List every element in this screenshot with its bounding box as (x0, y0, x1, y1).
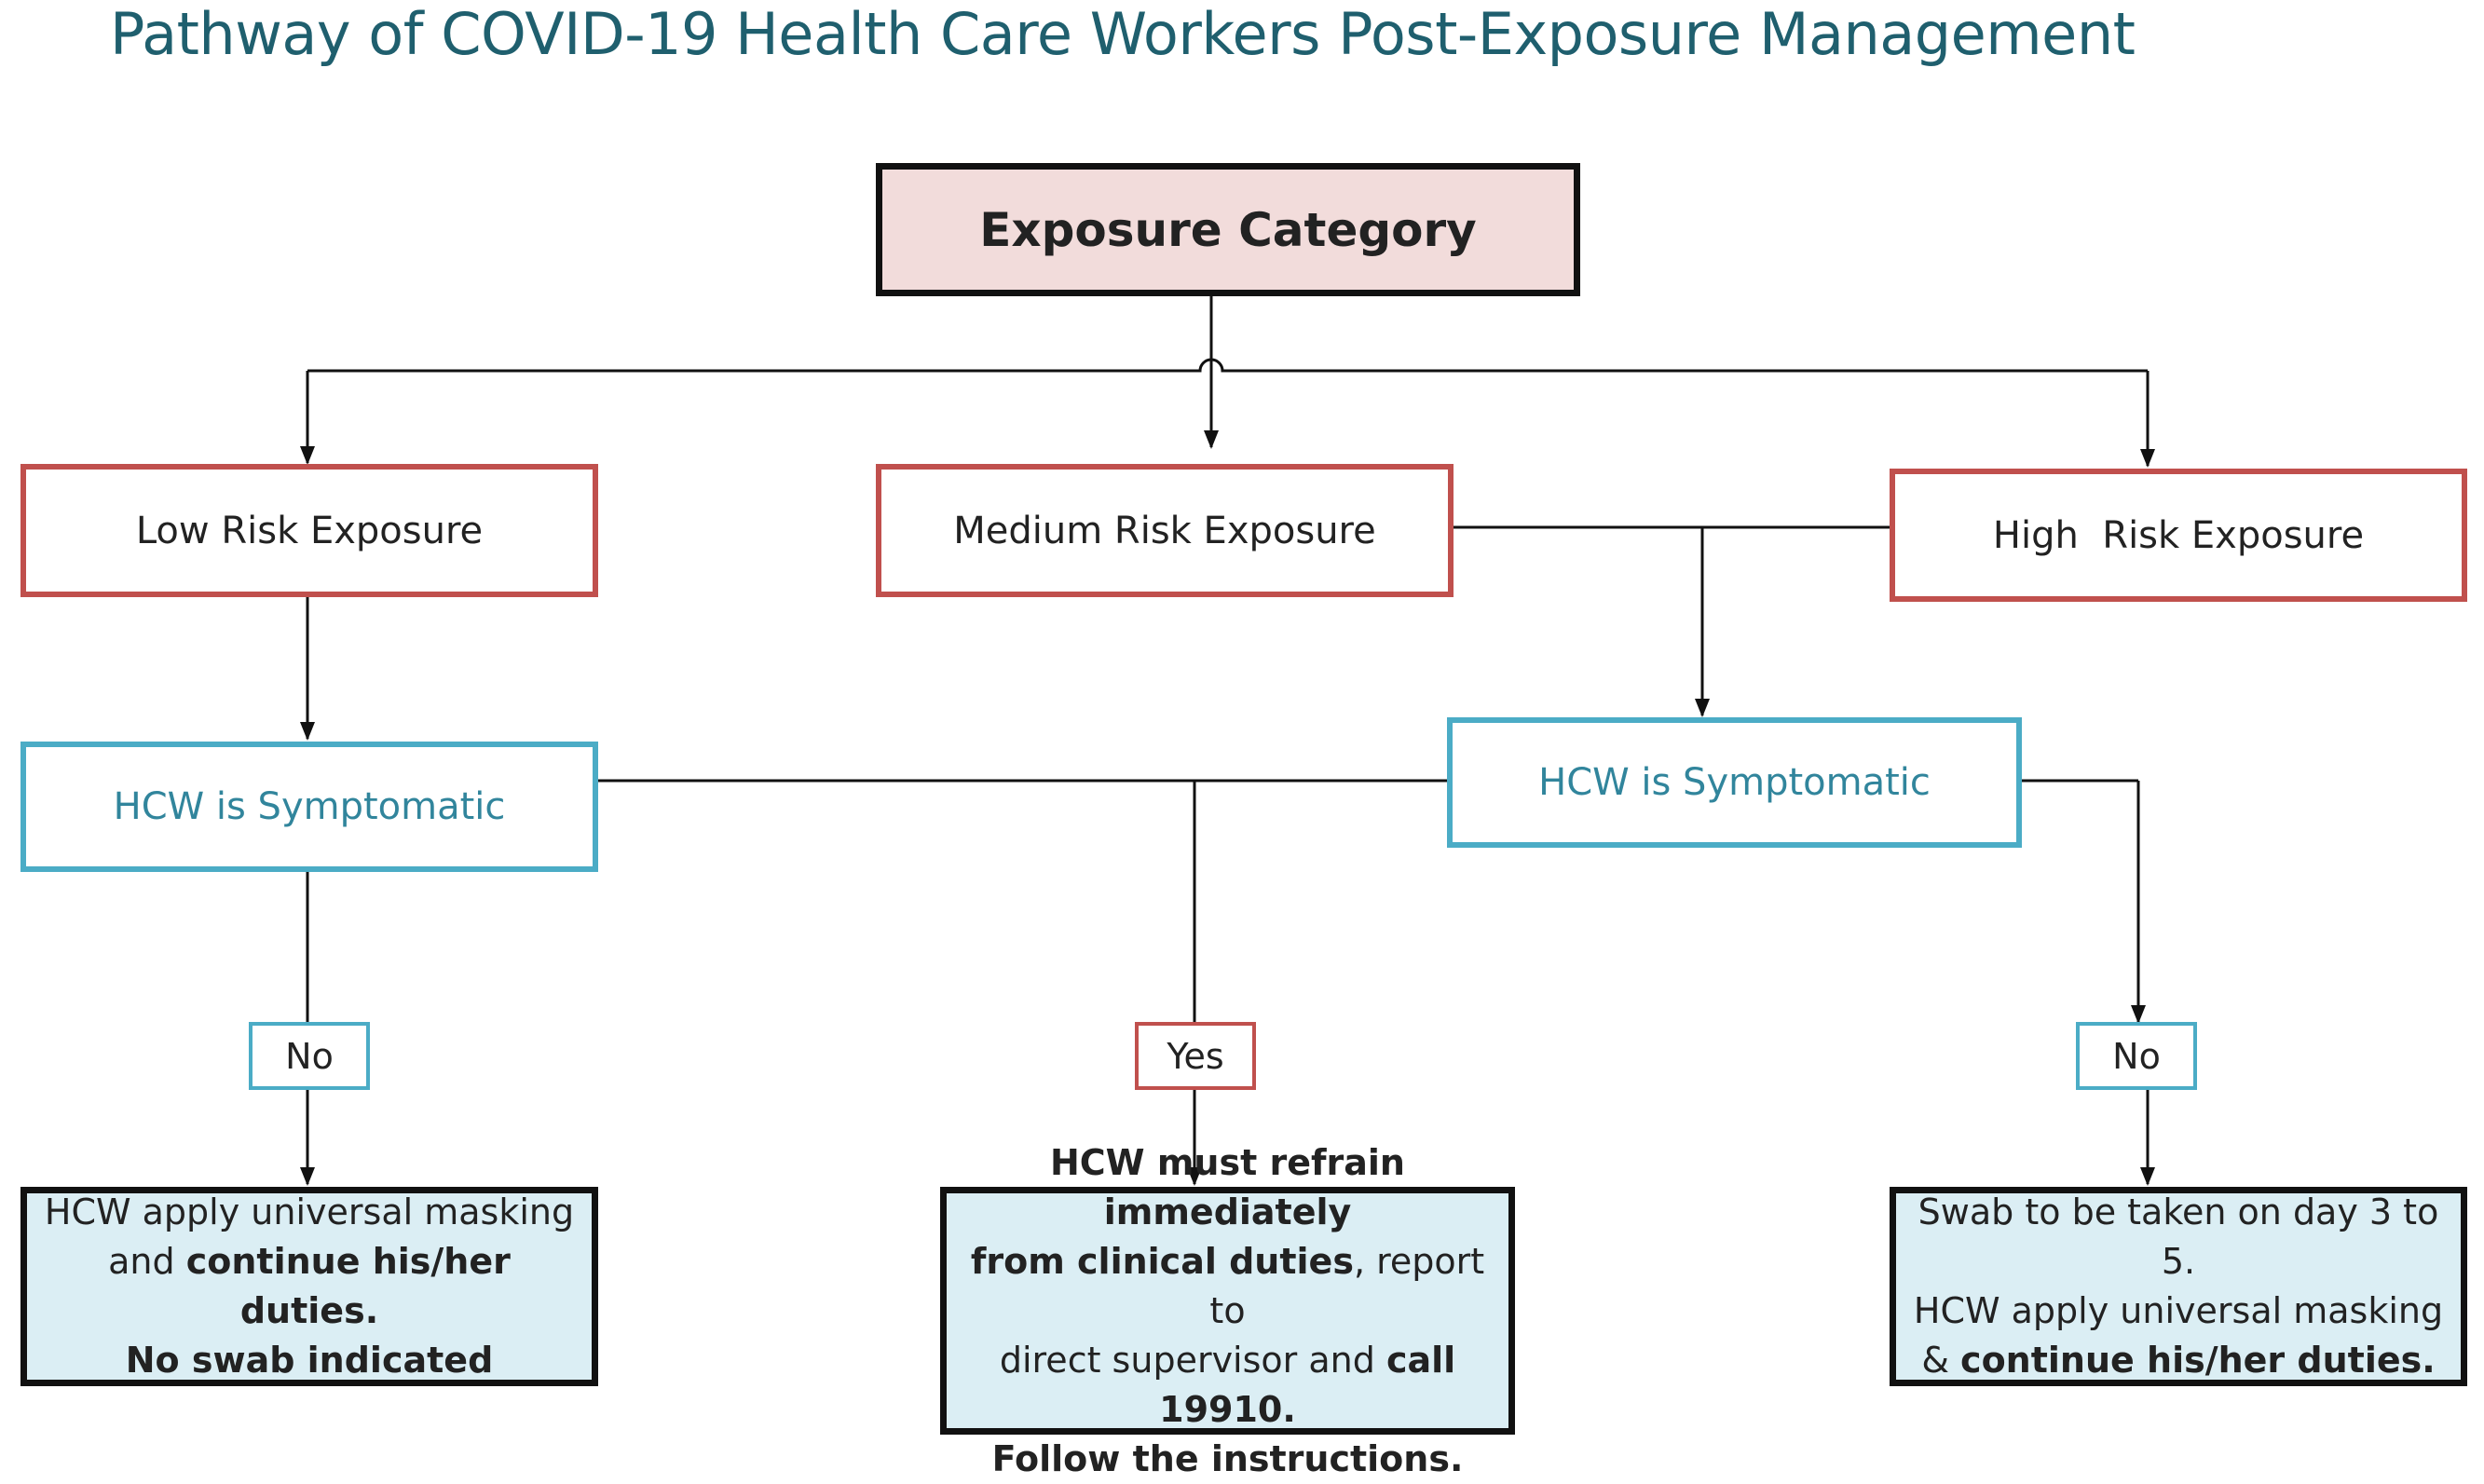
left-symptomatic-box: HCW is Symptomatic (20, 742, 598, 872)
right-symptomatic-label: HCW is Symptomatic (1538, 761, 1931, 804)
left-outcome-box: HCW apply universal masking and continue… (20, 1187, 598, 1386)
page-title: Pathway of COVID-19 Health Care Workers … (110, 0, 2136, 68)
left-no-badge: No (249, 1022, 370, 1090)
low-risk-box: Low Risk Exposure (20, 464, 598, 597)
high-risk-box: High Risk Exposure (1890, 469, 2467, 602)
right-no-label: No (2112, 1035, 2161, 1077)
right-outcome-line3: & continue his/her duties. (1921, 1340, 2436, 1381)
exposure-category-label: Exposure Category (979, 202, 1477, 257)
connector-lines (300, 296, 2155, 1186)
left-outcome-line1: HCW apply universal masking (44, 1191, 575, 1232)
yes-badge: Yes (1135, 1022, 1256, 1090)
left-symptomatic-label: HCW is Symptomatic (113, 785, 506, 828)
exposure-category-box: Exposure Category (876, 163, 1580, 296)
right-symptomatic-box: HCW is Symptomatic (1447, 717, 2022, 848)
left-outcome-line2: and continue his/her duties. (108, 1241, 511, 1331)
left-no-label: No (285, 1035, 334, 1077)
medium-risk-label: Medium Risk Exposure (953, 509, 1376, 552)
right-no-badge: No (2076, 1022, 2197, 1090)
middle-outcome-line1: HCW must refrain immediately (1049, 1141, 1405, 1232)
middle-outcome-line3: direct supervisor and call 19910. (999, 1339, 1456, 1430)
middle-outcome-line4: Follow the instructions. (991, 1437, 1464, 1479)
left-outcome-line3: No swab indicated (125, 1340, 494, 1381)
low-risk-label: Low Risk Exposure (135, 509, 484, 552)
right-outcome-box: Swab to be taken on day 3 to 5. HCW appl… (1890, 1187, 2467, 1386)
yes-label: Yes (1167, 1035, 1224, 1077)
right-outcome-line2: HCW apply universal masking (1913, 1290, 2444, 1331)
medium-risk-box: Medium Risk Exposure (876, 464, 1454, 597)
right-outcome-line1: Swab to be taken on day 3 to 5. (1918, 1191, 2439, 1282)
middle-outcome-box: HCW must refrain immediately from clinic… (940, 1142, 1515, 1479)
high-risk-label: High Risk Exposure (1992, 513, 2365, 557)
middle-outcome-line2: from clinical duties, report to (970, 1240, 1485, 1331)
branch-line (307, 358, 2148, 373)
